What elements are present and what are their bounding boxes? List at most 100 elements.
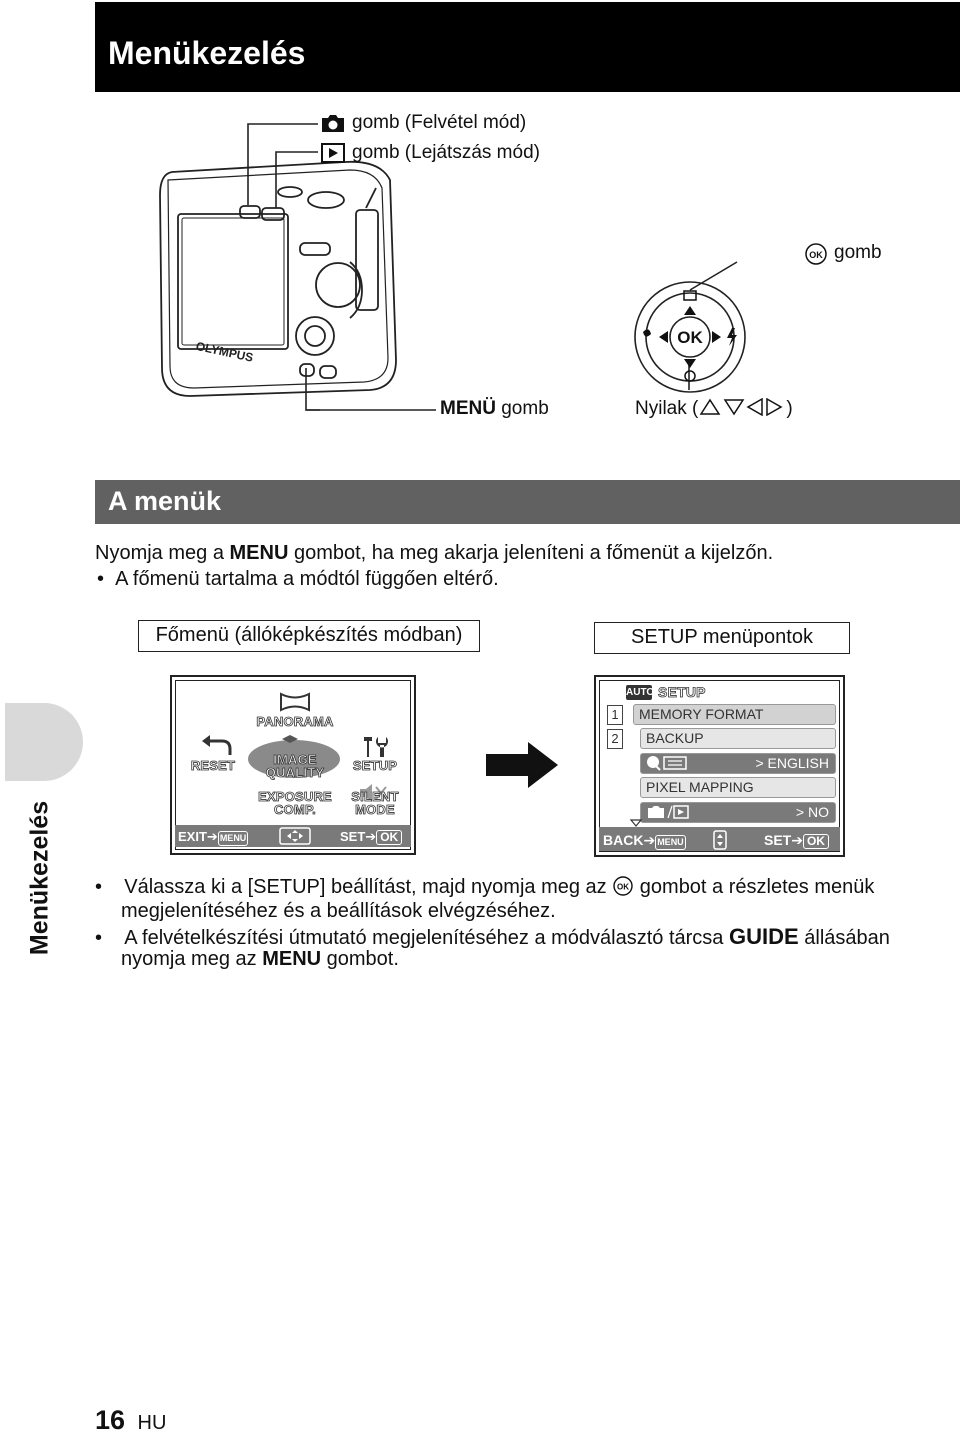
exit-label: EXIT bbox=[178, 829, 207, 844]
setup-set-label: SET bbox=[764, 832, 792, 848]
panorama-label: PANORAMA bbox=[256, 714, 334, 729]
camera-icon bbox=[322, 115, 344, 132]
camera-illustration: OLYMPUS bbox=[159, 160, 397, 397]
leader-line-menu bbox=[306, 409, 436, 411]
exit-menu-tag: MENU bbox=[217, 831, 249, 846]
bullet-1-prefix: Válassza ki a [SETUP] beállítást, majd n… bbox=[124, 876, 607, 898]
setup-icon bbox=[364, 737, 388, 757]
auto-mode-tag: AUTO bbox=[626, 685, 655, 700]
setup-row-language[interactable]: > ENGLISH bbox=[640, 753, 836, 774]
intro-prefix: Nyomja meg a bbox=[95, 542, 224, 564]
main-menu-box-label: Főmenü (állóképkészítés módban) bbox=[138, 620, 480, 652]
play-button-label: gomb (Lejátszás mód) bbox=[352, 142, 540, 163]
setup-label: SETUP bbox=[352, 758, 398, 773]
ok-button-label: gomb bbox=[834, 242, 882, 263]
arrows-label-text: Nyilak ( bbox=[635, 398, 699, 419]
exit-hint: EXIT➔MENU bbox=[178, 829, 249, 846]
image-quality-label-1: IMAGE bbox=[273, 752, 317, 767]
arrows-icon bbox=[699, 397, 783, 417]
main-menu-screen: PANORAMA RESET IMAGE QUALITY SETUP EXPOS… bbox=[170, 675, 416, 855]
back-label: BACK bbox=[603, 832, 644, 848]
intro-suffix: gombot, ha meg akarja jeleníteni a főmen… bbox=[293, 542, 774, 564]
reset-label: RESET bbox=[190, 758, 236, 773]
language-icon bbox=[647, 756, 687, 771]
value-prefix: > bbox=[795, 804, 805, 820]
ok-button-icon: OK bbox=[613, 876, 633, 896]
exposure-label-2: COMP. bbox=[274, 802, 317, 817]
intro-note: • A főmenü tartalma a módtól függően elt… bbox=[97, 568, 499, 590]
ok-icon: OK bbox=[805, 243, 827, 265]
intro-note-text: A főmenü tartalma a módtól függően eltér… bbox=[115, 568, 499, 590]
setup-row-pixel-mapping[interactable]: PIXEL MAPPING bbox=[640, 777, 836, 798]
bullet-2-menu: MENU bbox=[262, 948, 322, 970]
arrow-right-icon bbox=[486, 742, 558, 788]
bullet-2-line-2-prefix: nyomja meg az bbox=[121, 948, 257, 970]
setup-set-hint: SET➔OK bbox=[764, 832, 829, 849]
setup-row-label: PIXEL MAPPING bbox=[646, 779, 754, 795]
play-icon bbox=[321, 143, 345, 163]
bullet-1-suffix: gombot a részletes menük bbox=[639, 876, 875, 898]
menu-button-rest: gomb bbox=[501, 398, 549, 419]
setup-row-label: BACKUP bbox=[646, 730, 704, 746]
set-label: SET bbox=[340, 829, 366, 844]
image-quality-highlight bbox=[248, 735, 340, 778]
side-tab-label: Menükezelés bbox=[25, 800, 54, 956]
section-title: A menük bbox=[108, 486, 222, 516]
language-value: > ENGLISH bbox=[755, 754, 829, 773]
setup-screen-title: SETUP bbox=[658, 684, 706, 700]
shoot-play-value: > NO bbox=[796, 803, 829, 822]
arrow-pad-illustration: OK bbox=[634, 261, 746, 393]
guide-mode-label: GUIDE bbox=[729, 924, 799, 949]
setup-row-shoot-play[interactable]: > NO bbox=[640, 802, 836, 823]
shoot-play-value-text: NO bbox=[808, 804, 829, 820]
language-value-text: ENGLISH bbox=[767, 755, 829, 771]
back-hint: BACK➔MENU bbox=[603, 832, 686, 850]
setup-row-label: MEMORY FORMAT bbox=[639, 706, 764, 722]
leader-lines-left bbox=[247, 123, 320, 411]
title-bar: Menükezelés bbox=[95, 2, 960, 92]
image-quality-label-2: QUALITY bbox=[265, 765, 325, 780]
menu-button-bold: MENÜ bbox=[440, 398, 496, 419]
page-number: 16 bbox=[95, 1405, 126, 1435]
back-menu-tag: MENU bbox=[655, 835, 686, 850]
setup-row-backup[interactable]: BACKUP bbox=[640, 728, 836, 749]
bullet-1-line-2: megjelenítéséhez és a beállítások elvégz… bbox=[121, 900, 556, 922]
page-indicator-1: 1 bbox=[607, 705, 623, 725]
side-tab bbox=[5, 703, 83, 781]
page-footer: 16 HU bbox=[95, 1405, 166, 1436]
page-language: HU bbox=[137, 1412, 167, 1434]
navigate-arrows-icon bbox=[279, 827, 311, 845]
bullet-2-line-1: • A felvételkészítési útmutató megjelení… bbox=[95, 924, 890, 949]
panorama-icon bbox=[280, 692, 310, 712]
bullet-2-suffix: állásában bbox=[804, 927, 890, 949]
setup-row-memory-format[interactable]: MEMORY FORMAT bbox=[633, 704, 836, 725]
svg-text:OK: OK bbox=[677, 328, 703, 347]
camera-play-icon bbox=[648, 805, 689, 819]
silent-mode-label-2: MODE bbox=[355, 802, 395, 817]
svg-text:OK: OK bbox=[617, 883, 629, 892]
svg-text:OK: OK bbox=[809, 250, 823, 260]
arrows-label-close: ) bbox=[786, 398, 793, 419]
silent-mode-label-1: SILENT bbox=[351, 789, 399, 804]
menu-button-label: MENÜ gomb bbox=[440, 398, 549, 420]
reset-icon bbox=[202, 735, 232, 755]
setup-screen: AUTO SETUP 1 2 MEMORY FORMAT BACKUP > EN… bbox=[594, 675, 845, 857]
set-ok-tag: OK bbox=[376, 830, 403, 845]
shoot-button-label: gomb (Felvétel mód) bbox=[352, 112, 527, 133]
main-menu-bottom-bar bbox=[175, 825, 411, 847]
intro-menu: MENU bbox=[229, 542, 289, 564]
section-bar: A menük bbox=[95, 480, 960, 524]
up-down-icon bbox=[713, 830, 727, 850]
page-title: Menükezelés bbox=[108, 35, 306, 71]
arrows-label: Nyilak ( ) bbox=[635, 397, 793, 420]
setup-set-ok-tag: OK bbox=[802, 834, 829, 849]
exposure-label-1: EXPOSURE bbox=[258, 789, 332, 804]
page-indicator-2: 2 bbox=[607, 729, 623, 749]
value-prefix: > bbox=[755, 755, 764, 771]
scroll-down-icon bbox=[630, 819, 642, 827]
intro-text: Nyomja meg a MENU gombot, ha meg akarja … bbox=[95, 542, 773, 565]
silent-mode-icon bbox=[360, 784, 387, 802]
bullet-1-line-1: • Válassza ki a [SETUP] beállítást, majd… bbox=[95, 876, 875, 898]
bullet-2-line-2-suffix: gombot. bbox=[326, 948, 399, 970]
set-hint: SET➔OK bbox=[340, 829, 403, 845]
